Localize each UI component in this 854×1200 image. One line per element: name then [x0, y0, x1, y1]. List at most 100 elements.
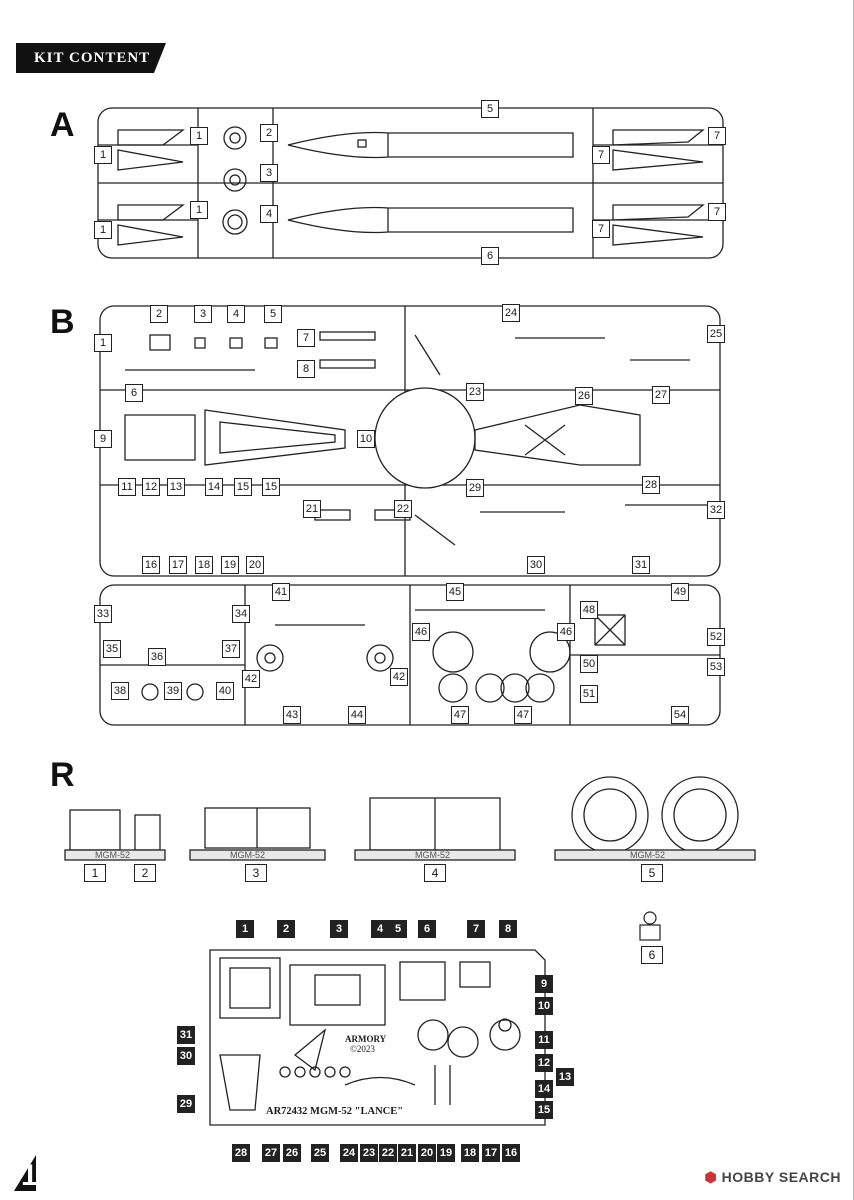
pe-callout-29: 29 [177, 1095, 195, 1113]
a-callout-7: 7 [708, 127, 726, 145]
pe-callout-11: 11 [535, 1031, 553, 1049]
b-callout-33: 33 [94, 605, 112, 623]
watermark-brand: HOBBY [721, 1169, 775, 1185]
b-callout-3: 3 [194, 305, 212, 323]
pe-callout-10: 10 [535, 997, 553, 1015]
b-callout-26: 26 [575, 387, 593, 405]
b-callout-24: 24 [502, 304, 520, 322]
pe-callout-6: 6 [418, 920, 436, 938]
b-callout-23: 23 [466, 383, 484, 401]
b-callout-4: 4 [227, 305, 245, 323]
b-callout-16: 16 [142, 556, 160, 574]
pe-callout-7: 7 [467, 920, 485, 938]
pe-callout-12: 12 [535, 1054, 553, 1072]
pe-callout-20: 20 [418, 1144, 436, 1162]
pe-callout-21: 21 [398, 1144, 416, 1162]
pe-callout-16: 16 [502, 1144, 520, 1162]
b-callout-47: 47 [451, 706, 469, 724]
section-a-letter: A [50, 106, 75, 144]
b-callout-17: 17 [169, 556, 187, 574]
b-callout-43: 43 [283, 706, 301, 724]
b-callout-9: 9 [94, 430, 112, 448]
b-callout-54: 54 [671, 706, 689, 724]
b-callout-46b: 46 [557, 623, 575, 641]
r1-text: MGM-52 [95, 850, 131, 860]
a-callout-7c: 7 [708, 203, 726, 221]
b-callout-39: 39 [164, 682, 182, 700]
b-callout-2: 2 [150, 305, 168, 323]
pe-callout-9: 9 [535, 975, 553, 993]
b-callout-10: 10 [357, 430, 375, 448]
pe-callout-22: 22 [379, 1144, 397, 1162]
pe-callout-24: 24 [340, 1144, 358, 1162]
b-callout-52: 52 [707, 628, 725, 646]
b-callout-27: 27 [652, 386, 670, 404]
a-callout-4: 4 [260, 205, 278, 223]
b-callout-6: 6 [125, 384, 143, 402]
b-callout-19: 19 [221, 556, 239, 574]
pe-callout-15: 15 [535, 1101, 553, 1119]
b-callout-49: 49 [671, 583, 689, 601]
section-r-letter: R [50, 756, 75, 794]
b-callout-22: 22 [394, 500, 412, 518]
b-callout-1: 1 [94, 334, 112, 352]
pe-callout-5: 5 [389, 920, 407, 938]
b-callout-50: 50 [580, 655, 598, 673]
watermark: ⬢ HOBBY SEARCH [705, 1169, 841, 1186]
r-part-6 [639, 911, 661, 941]
a-callout-1c: 1 [190, 201, 208, 219]
b-callout-42: 42 [242, 670, 260, 688]
pe-callout-23: 23 [360, 1144, 378, 1162]
b-callout-14: 14 [205, 478, 223, 496]
b-callout-15: 15 [234, 478, 252, 496]
b-callout-38: 38 [111, 682, 129, 700]
b-callout-15b: 15 [262, 478, 280, 496]
b-callout-48: 48 [580, 601, 598, 619]
sprue-a [97, 107, 724, 259]
b-callout-31: 31 [632, 556, 650, 574]
b-callout-35: 35 [103, 640, 121, 658]
b-callout-29: 29 [466, 479, 484, 497]
r-resin-parts [64, 776, 756, 861]
b-callout-42b: 42 [390, 668, 408, 686]
b-callout-47b: 47 [514, 706, 532, 724]
b-callout-32: 32 [707, 501, 725, 519]
b-callout-30: 30 [527, 556, 545, 574]
pe-callout-28: 28 [232, 1144, 250, 1162]
r-label-5: 5 [641, 864, 663, 882]
pe-callout-30: 30 [177, 1047, 195, 1065]
r5-text: MGM-52 [630, 850, 666, 860]
b-callout-12: 12 [142, 478, 160, 496]
b-callout-37: 37 [222, 640, 240, 658]
b-callout-44: 44 [348, 706, 366, 724]
r-label-2: 2 [134, 864, 156, 882]
a-callout-7d: 7 [592, 220, 610, 238]
b-callout-28: 28 [642, 476, 660, 494]
b-callout-34: 34 [232, 605, 250, 623]
pe-callout-25: 25 [311, 1144, 329, 1162]
r-label-6: 6 [641, 946, 663, 964]
b-callout-53: 53 [707, 658, 725, 676]
pe-callout-13: 13 [556, 1068, 574, 1086]
pe-callout-26: 26 [283, 1144, 301, 1162]
page-number-text: 1 [21, 1159, 38, 1192]
b-callout-8: 8 [297, 360, 315, 378]
b-callout-41: 41 [272, 583, 290, 601]
r-label-1: 1 [84, 864, 106, 882]
a-callout-6: 6 [481, 247, 499, 265]
pe-callout-14: 14 [535, 1080, 553, 1098]
b-callout-5: 5 [264, 305, 282, 323]
pe-callout-8: 8 [499, 920, 517, 938]
b-callout-45: 45 [446, 583, 464, 601]
b-callout-13: 13 [167, 478, 185, 496]
b-callout-18: 18 [195, 556, 213, 574]
b-callout-40: 40 [216, 682, 234, 700]
page-title: KIT CONTENT [34, 50, 151, 66]
section-b-letter: B [50, 303, 75, 341]
watermark-logo-icon: ⬢ [704, 1169, 718, 1185]
pe-year: ©2023 [350, 1044, 375, 1054]
b-callout-11: 11 [118, 478, 136, 496]
pe-callout-18: 18 [461, 1144, 479, 1162]
pe-callout-2: 2 [277, 920, 295, 938]
a-callout-1: 1 [190, 127, 208, 145]
